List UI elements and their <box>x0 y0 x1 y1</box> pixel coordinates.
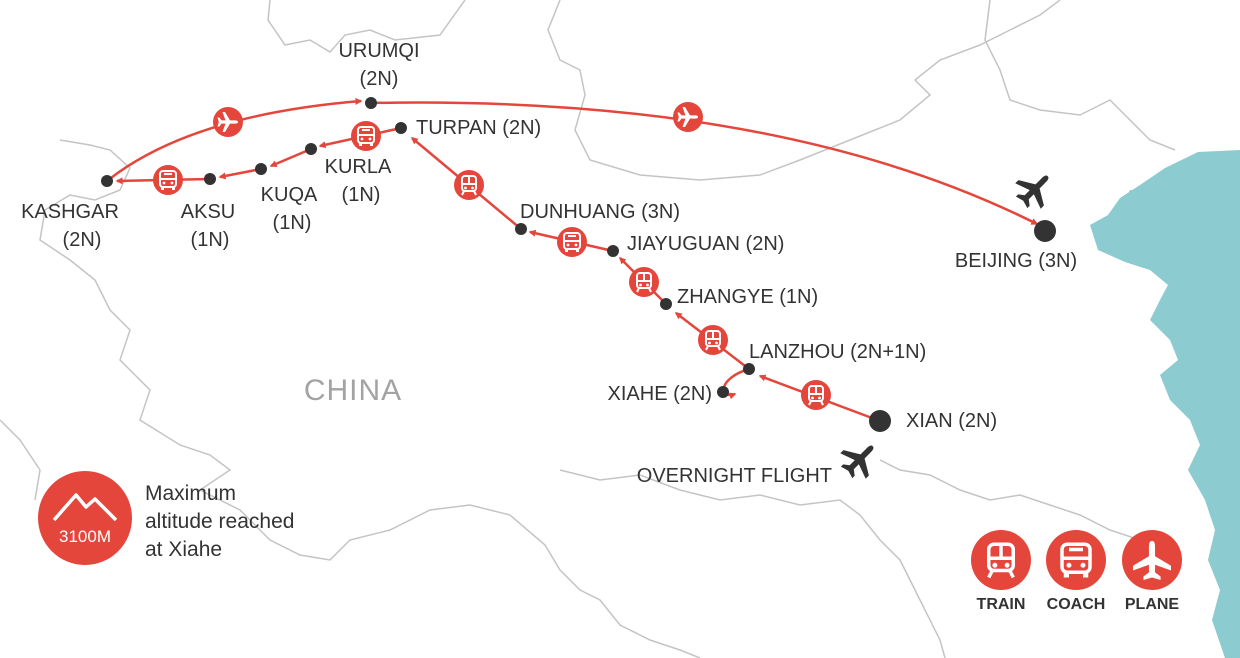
country-label: CHINA <box>304 374 402 407</box>
plane-badge <box>673 102 703 132</box>
city-dot-urumqi <box>365 97 377 109</box>
sea-inlet <box>1122 190 1168 228</box>
route-kuqa-aksu <box>218 167 262 180</box>
city-label-xiahe: XIAHE (2N) <box>608 383 712 405</box>
city-dot-zhangye <box>660 298 672 310</box>
route-kurla-kuqa <box>269 147 312 168</box>
altitude-badge: 3100M <box>38 471 132 565</box>
city-dot-kuqa <box>255 163 267 175</box>
city-label-aksu-nights: (1N) <box>191 229 230 251</box>
city-label-zhangye: ZHANGYE (1N) <box>677 286 818 308</box>
legend-train-label: TRAIN <box>977 596 1026 613</box>
overnight-flight-icon <box>833 433 886 486</box>
city-label-urumqi-nights: (2N) <box>360 68 399 90</box>
mountain-icon <box>52 493 118 522</box>
legend-plane <box>1122 530 1182 590</box>
city-label-urumqi: URUMQI <box>338 40 419 62</box>
city-label-kurla: KURLA <box>325 156 392 178</box>
city-label-aksu: AKSU <box>181 201 235 223</box>
route-urumqi-beijing <box>370 101 1039 226</box>
city-label-kashgar: KASHGAR <box>21 201 119 223</box>
altitude-label-line1: Maximum <box>145 482 236 505</box>
altitude-value: 3100M <box>59 527 111 546</box>
city-dot-jiayuguan <box>607 245 619 257</box>
city-labels: KASHGAR (2N) AKSU (1N) KUQA (1N) KURLA (… <box>21 40 1077 487</box>
border-lines <box>0 0 1176 658</box>
city-label-kuqa-nights: (1N) <box>273 212 312 234</box>
city-dots <box>101 97 1056 432</box>
city-dot-lanzhou <box>743 363 755 375</box>
city-label-turpan: TURPAN (2N) <box>416 117 541 139</box>
coach-badge <box>557 227 587 257</box>
coach-badge <box>351 121 381 151</box>
city-dot-xiahe <box>717 386 729 398</box>
city-dot-kashgar <box>101 175 113 187</box>
city-label-kashgar-nights: (2N) <box>63 229 102 251</box>
city-dot-dunhuang <box>515 223 527 235</box>
route-kashgar-urumqi <box>106 97 363 182</box>
city-dot-aksu <box>204 173 216 185</box>
city-label-kuqa: KUQA <box>261 184 318 206</box>
sea-area <box>1090 150 1240 658</box>
city-label-beijing: BEIJING (3N) <box>955 250 1077 272</box>
route-lines <box>106 97 1039 423</box>
train-badge <box>629 267 659 297</box>
altitude-info: 3100M Maximum altitude reached at Xiahe <box>38 471 294 565</box>
city-dot-xian <box>869 410 891 432</box>
legend-coach <box>1046 530 1106 590</box>
route-badges <box>153 102 831 410</box>
legend-train <box>971 530 1031 590</box>
legend-plane-label: PLANE <box>1125 596 1180 613</box>
plane-badge <box>213 107 243 137</box>
legend-coach-label: COACH <box>1047 596 1106 613</box>
city-label-kurla-nights: (1N) <box>342 184 381 206</box>
city-dot-beijing <box>1034 220 1056 242</box>
train-badge <box>801 380 831 410</box>
city-dot-kurla <box>305 143 317 155</box>
legend: TRAIN COACH PLANE <box>971 530 1182 613</box>
city-dot-turpan <box>395 122 407 134</box>
coach-badge <box>153 165 183 195</box>
altitude-label-line2: altitude reached <box>145 510 294 533</box>
altitude-label-line3: at Xiahe <box>145 538 222 561</box>
city-label-dunhuang: DUNHUANG (3N) <box>520 201 680 223</box>
train-badge <box>698 325 728 355</box>
city-label-lanzhou: LANZHOU (2N+1N) <box>749 341 926 363</box>
overnight-flight-label: OVERNIGHT FLIGHT <box>637 465 832 487</box>
city-label-xian: XIAN (2N) <box>906 410 997 432</box>
train-badge <box>454 170 484 200</box>
beijing-flight-icon <box>1008 163 1061 216</box>
city-label-jiayuguan: JIAYUGUAN (2N) <box>627 233 784 255</box>
